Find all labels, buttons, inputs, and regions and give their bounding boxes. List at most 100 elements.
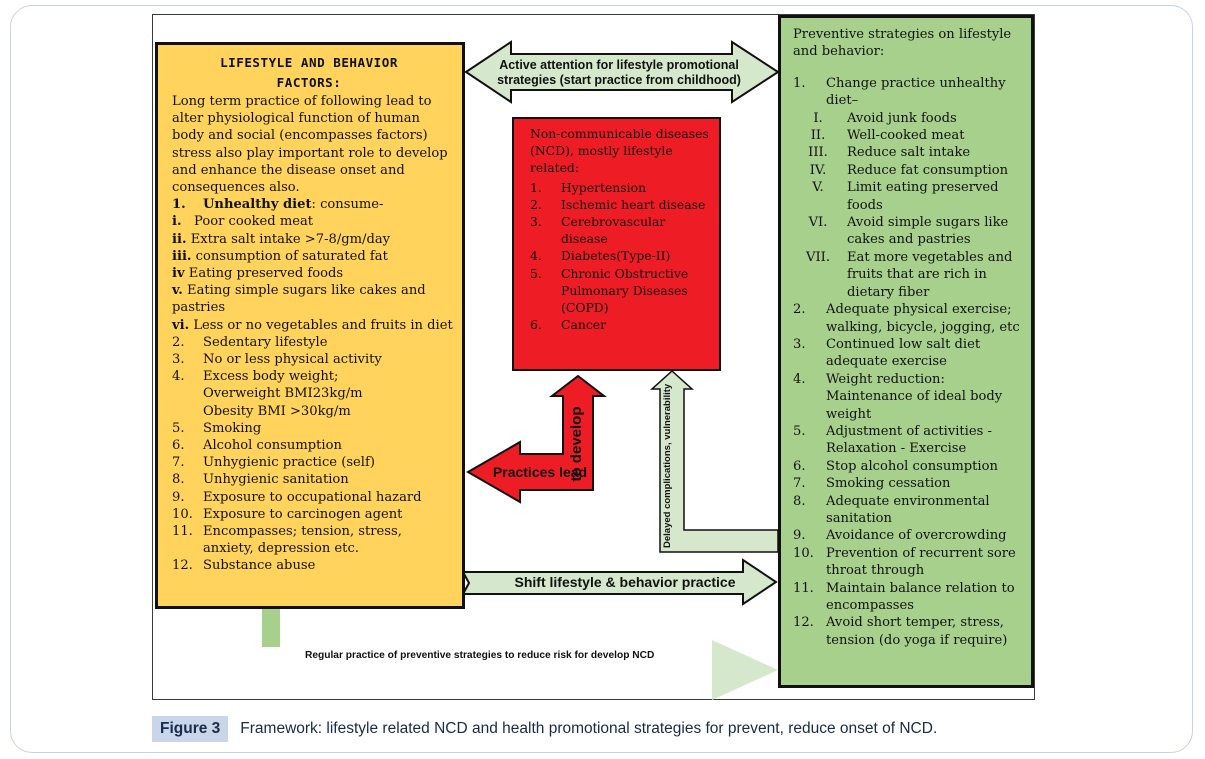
preventive-item-8: 10. Prevention of recurrent sore throat t… (793, 545, 1025, 580)
item-text: Eat more vegetables and fruits that are … (847, 249, 1013, 300)
item-number: III. (808, 145, 828, 161)
preventive-item-2: 4. Weight reduction: Maintenance of ideal… (793, 371, 1025, 423)
item-rest: : consume- (311, 197, 384, 213)
item-number: 2. (793, 302, 806, 318)
item-text: Continued low salt diet adequate exercis… (826, 336, 981, 370)
ncd-item-4: 5.Chronic Obstructive Pulmonary Diseases… (530, 265, 713, 317)
preventive-sub-6: VII.Eat more vegetables and fruits that … (793, 249, 1025, 301)
caption-text: Framework: lifestyle related NCD and hea… (240, 720, 938, 737)
sub-number: ii. (172, 231, 187, 247)
item-text: Stop alcohol consumption (826, 458, 998, 474)
diet-sub-iv: iv Eating preserved foods (172, 265, 456, 282)
item-text: Well-cooked meat (847, 128, 965, 144)
preventive-item-10: 12.Avoid short temper, stress, tension (… (793, 614, 1025, 649)
item-number: I. (813, 110, 823, 126)
item-bold: Unhealthy diet (203, 197, 312, 213)
sub-text: Less or no vegetables and fruits in diet (193, 317, 453, 333)
diet-sub-iii: iii. consumption of saturated fat (172, 248, 456, 265)
item-text: Adequate physical exercise; walking, bic… (826, 302, 1020, 335)
shift-arrow-label: Shift lifestyle & behavior practice (514, 574, 736, 590)
item-text: Hypertension (561, 179, 647, 195)
preventive-title: Preventive strategies on lifestyle and b… (793, 27, 1012, 60)
item-text: Avoidance of overcrowding (826, 528, 1007, 544)
item-text: Adequate environmental sanitation (826, 493, 990, 526)
item-number: 6. (530, 317, 542, 333)
preventive-strategies-box: Preventive strategies on lifestyle and b… (778, 15, 1034, 688)
diet-sub-vi: vi. Less or no vegetables and fruits in … (172, 317, 456, 334)
diet-sub-ii: ii. Extra salt intake >7-8/gm/day (172, 231, 456, 248)
item-number: 8. (172, 472, 185, 488)
practices-lead-arrow (465, 374, 607, 504)
item-text: Avoid simple sugars like cakes and pastr… (847, 215, 1009, 248)
figure-caption: Figure 3 Framework: lifestyle related NC… (152, 716, 937, 742)
preventive-item-1: 3. Continued low salt diet adequate exerc… (793, 336, 1025, 371)
item-number: 11. (172, 524, 193, 540)
item-number: 4. (172, 369, 185, 385)
item-number: VI. (808, 215, 828, 231)
lifestyle-item-8: 10.Exposure to carcinogen agent (172, 506, 456, 523)
lifestyle-item-7: 9.Exposure to occupational hazard (172, 489, 456, 506)
item-number: IV. (809, 162, 827, 178)
lifestyle-item-1: 3.No or less physical activity (172, 351, 456, 368)
item-number: 8. (793, 493, 806, 509)
diet-sub-v: v. Eating simple sugars like cakes and p… (172, 282, 456, 316)
item-text: Substance abuse (203, 558, 316, 574)
item-number: 12. (172, 558, 193, 574)
item-text: Reduce salt intake (847, 145, 971, 161)
item-number: 10. (793, 545, 814, 561)
item-text: Weight reduction: Maintenance of ideal b… (826, 371, 1003, 422)
item-number: 4. (530, 248, 542, 264)
preventive-item-7: 9.Avoidance of overcrowding (793, 527, 1025, 544)
ncd-item-3: 4.Diabetes(Type-II) (530, 247, 713, 264)
preventive-item-9: 11.Maintain balance relation to encompas… (793, 580, 1025, 615)
sub-text: Poor cooked meat (194, 214, 314, 230)
item-text: Cerebrovascular disease (561, 214, 666, 247)
sub-number: iii. (172, 248, 192, 264)
lifestyle-item-5: 7. Unhygienic practice (self) (172, 454, 456, 471)
item-text: No or less physical activity (203, 352, 382, 368)
lifestyle-item-0: 2.Sedentary lifestyle (172, 334, 456, 351)
preventive-item-list: 2. Adequate physical exercise; walking, b… (793, 301, 1025, 649)
item-text: Avoid junk foods (847, 110, 957, 126)
top-arrow-label: Active attention for lifestyle promotion… (497, 58, 741, 87)
item-text: Excess body weight; Overweight BMI23kg/m… (203, 369, 363, 419)
item-number: 4. (793, 371, 806, 387)
item-text: Cancer (561, 317, 607, 333)
ncd-item-5: 6. Cancer (530, 316, 713, 333)
item-text: Avoid short temper, stress, tension (do … (826, 615, 1008, 648)
sub-text: Extra salt intake >7-8/gm/day (190, 231, 391, 247)
item-text: Unhygienic practice (self) (203, 455, 375, 471)
item-number: 7. (172, 455, 185, 471)
sub-text: Eating preserved foods (188, 266, 344, 282)
preventive-sub-3: IV. Reduce fat consumption (793, 162, 1025, 179)
ncd-item-0: 1.Hypertension (530, 179, 713, 196)
item-text: Limit eating preserved foods (847, 180, 999, 213)
lifestyle-intro: Long term practice of following lead to … (172, 94, 448, 196)
preventive-sub-5: VI. Avoid simple sugars like cakes and pa… (793, 214, 1025, 249)
practices-lead-label: Practices lead (492, 464, 588, 480)
item-text: Prevention of recurrent sore throat thro… (826, 545, 1016, 579)
item-number: 2. (172, 334, 185, 350)
item-text: Change practice unhealthy diet– (826, 75, 1006, 109)
item-text: Exposure to carcinogen agent (203, 506, 403, 522)
item-text: Smoking (203, 420, 262, 436)
shift-arrow (461, 558, 778, 606)
sub-text: consumption of saturated fat (195, 248, 388, 264)
item-text: Reduce fat consumption (847, 162, 1009, 178)
preventive-item-6: 8. Adequate environmental sanitation (793, 493, 1025, 528)
item-text: Ischemic heart disease (561, 196, 706, 212)
item-number: 6. (172, 438, 185, 454)
sub-number: v. (172, 283, 183, 299)
lifestyle-item-1: 1. Unhealthy diet: consume- (172, 196, 456, 213)
lifestyle-item-6: 8.Unhygienic sanitation (172, 471, 456, 488)
preventive-item-4: 6.Stop alcohol consumption (793, 458, 1025, 475)
item-number: 9. (172, 489, 185, 505)
lifestyle-item-2: 4. Excess body weight; Overweight BMI23kg… (172, 368, 456, 420)
item-number: V. (812, 180, 824, 196)
item-number: 1. (172, 197, 186, 213)
item-number: 3. (793, 336, 806, 352)
lifestyle-item-10: 12. Substance abuse (172, 557, 456, 574)
